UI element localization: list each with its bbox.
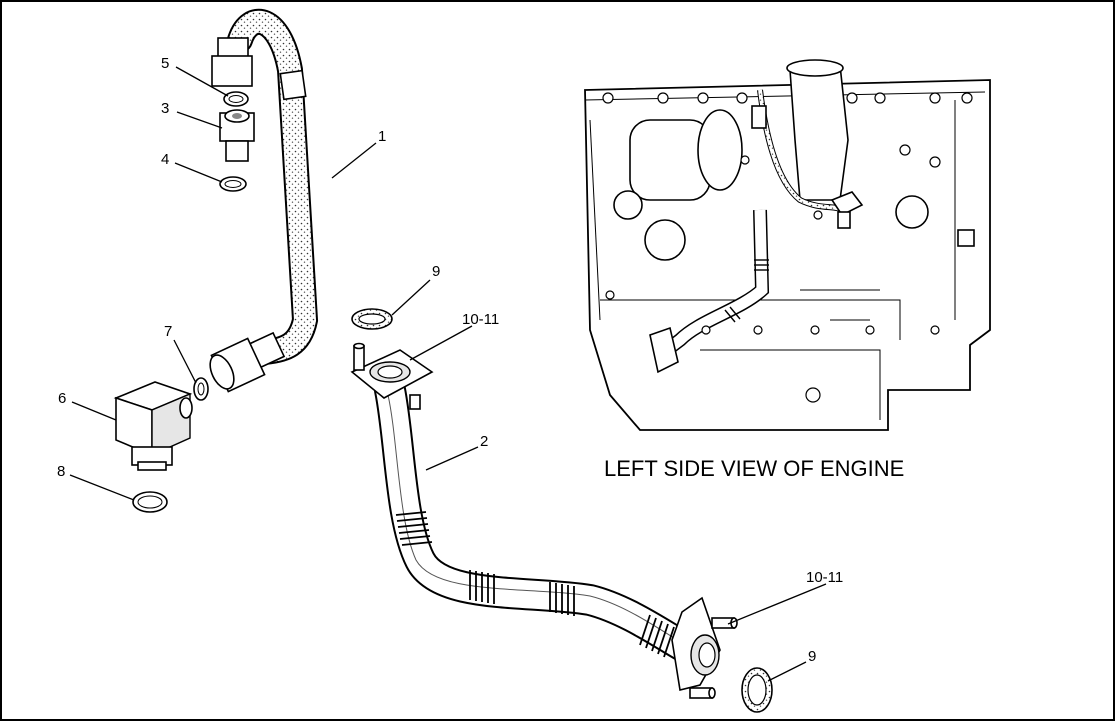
callout-9-bottom: 9	[808, 648, 816, 665]
callout-10-11-top: 10-11	[462, 311, 499, 328]
callout-6: 6	[58, 390, 66, 407]
callout-7: 7	[164, 323, 172, 340]
callout-5: 5	[161, 55, 169, 72]
callout-10-11-bottom: 10-11	[806, 569, 843, 586]
hose-assembly	[209, 8, 319, 393]
callout-4: 4	[161, 151, 169, 168]
callout-1: 1	[378, 128, 386, 145]
part-3-fitting	[219, 109, 255, 162]
engine-left-side-view	[584, 59, 991, 431]
view-caption: LEFT SIDE VIEW OF ENGINE	[604, 456, 904, 481]
callout-9-top: 9	[432, 263, 440, 280]
leader-lines	[69, 66, 827, 682]
callout-3: 3	[161, 100, 169, 117]
part-9-gasket-bottom	[741, 667, 773, 713]
callout-8: 8	[57, 463, 65, 480]
tube-assembly	[350, 342, 738, 699]
part-9-gasket-top	[351, 308, 393, 330]
part-6-sensor	[113, 381, 193, 471]
callout-2: 2	[480, 433, 488, 450]
